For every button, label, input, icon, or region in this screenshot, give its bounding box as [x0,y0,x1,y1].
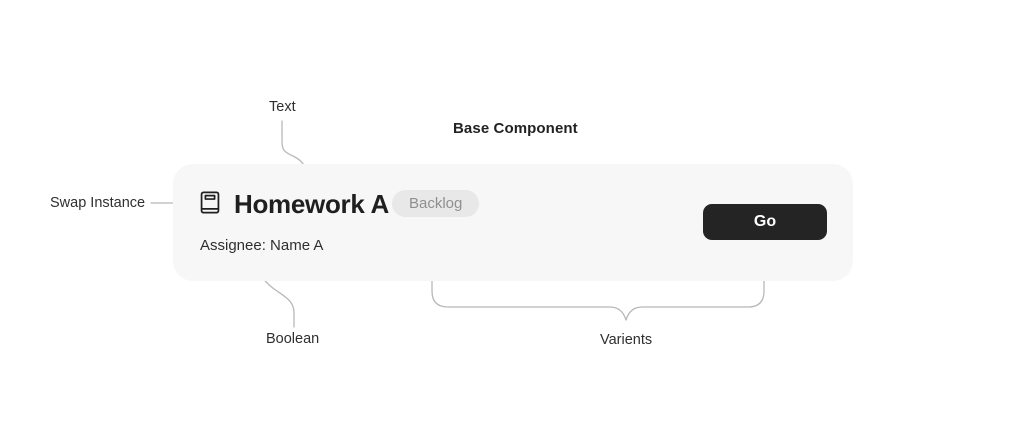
annotation-label-boolean: Boolean [266,331,320,347]
annotation-label-swap-instance: Swap Instance [50,195,146,211]
go-button[interactable]: Go [703,204,827,240]
assignee-text: Assignee: Name A [200,237,324,254]
diagram-title: Base Component [453,120,578,137]
annotation-label-text: Text [269,99,296,115]
book-icon [200,191,220,214]
annotation-label-variants: Varients [600,332,653,348]
status-badge: Backlog [392,190,480,217]
component-title: Homework A [234,189,389,219]
